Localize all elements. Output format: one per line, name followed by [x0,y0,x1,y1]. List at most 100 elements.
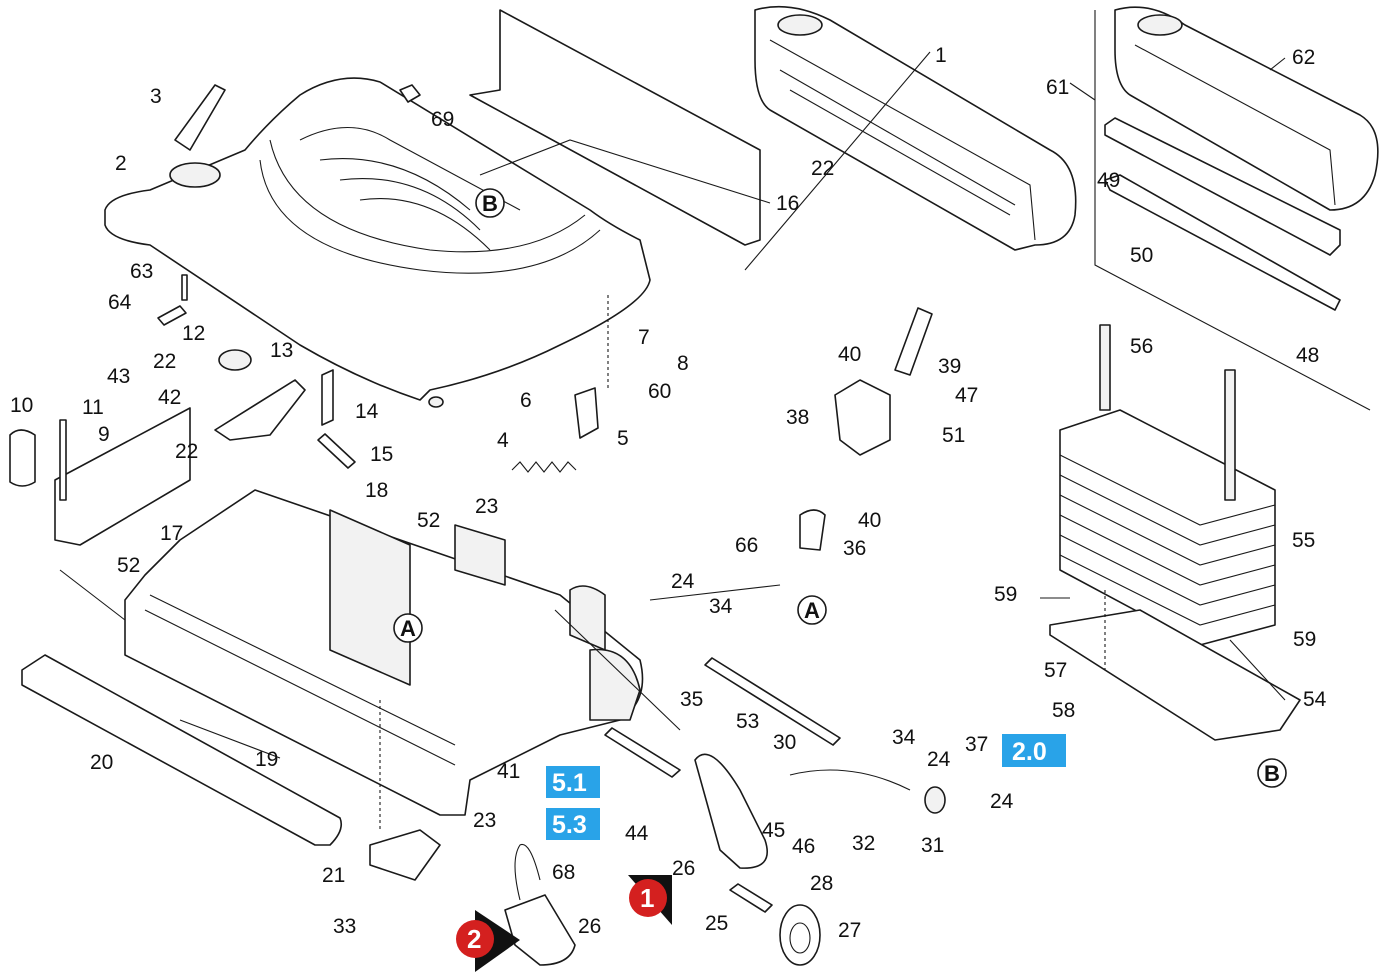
part-label: 48 [1296,344,1319,367]
part-label: 12 [182,322,205,345]
part-label: 54 [1303,688,1327,711]
reference-badge[interactable]: 2.0 [1012,738,1047,766]
connector-marker: B [1264,761,1280,786]
wire-part-68 [514,843,541,901]
badge-bg [1002,734,1066,767]
step-marker-circle [456,920,494,958]
part-label: 28 [810,872,833,895]
housing-part-2 [104,77,651,408]
part-label: 18 [365,479,388,502]
part-label: 33 [333,915,356,938]
marker-circle [475,188,505,218]
part-label: 7 [638,326,650,349]
plate-part-9 [54,407,191,546]
part-label: 59 [1293,628,1316,651]
part-label: 62 [1292,46,1315,69]
part-label: 55 [1292,529,1315,552]
part-labels: 1 2 3 4 5 6 7 8 9 10 11 12 13 14 15 16 1… [10,44,1327,942]
hose-part-39 [894,307,933,376]
part-label: 50 [1130,244,1153,267]
front-cover-part-1 [754,5,1077,251]
part-label: 68 [552,861,575,884]
part-label: 23 [475,495,498,518]
bracket-part-5 [574,387,599,439]
shaft-part-35 [704,657,841,746]
rod-part-11 [59,419,67,501]
part-label: 2 [115,152,127,175]
spring-part-4 [511,461,577,473]
part-label: 3 [150,85,162,108]
connector-markers: A A B B [393,188,1287,788]
part-label: 4 [497,429,509,452]
reference-badge[interactable]: 5.1 [552,769,587,797]
step-marker-circle [629,879,667,917]
lever-part-26 [694,753,768,869]
part-label: 66 [735,534,758,557]
rod-part-5-1 [604,727,681,778]
axle-part-25 [729,883,773,913]
connector-marker: B [482,191,498,216]
marker-circle [797,595,827,625]
part-label: 13 [270,339,293,362]
part-label: 24 [671,570,695,593]
part-label: 22 [153,350,176,373]
part-label: 25 [705,912,728,935]
part-label: 16 [776,192,799,215]
part-label: 36 [843,537,866,560]
part-label: 45 [762,819,785,842]
step-marker: 1 [640,883,654,913]
part-label: 60 [648,380,671,403]
part-label: 46 [792,835,815,858]
weights-part-55 [1059,324,1276,646]
leader-lines [59,51,1286,830]
comb-part-21 [369,829,441,881]
knob-part-12 [218,349,252,371]
part-label: 30 [773,731,796,754]
part-label: 37 [965,733,988,756]
part-label: 17 [160,522,183,545]
part-label: 11 [82,396,104,419]
part-label: 34 [709,595,733,618]
badge-bg [546,808,600,840]
part-label: 47 [955,384,978,407]
part-label: 32 [852,832,875,855]
slide-part-14 [321,369,334,426]
part-label: 63 [130,260,153,283]
part-label: 1 [935,44,947,67]
connector-marker: A [804,598,820,623]
cover-variant-part-62 [1094,6,1379,411]
part-label: 24 [990,790,1014,813]
part-label: 51 [942,424,965,447]
part-label: 40 [858,509,881,532]
frame-part-19 [124,489,644,816]
part-label: 22 [811,157,834,180]
part-label: 59 [994,583,1017,606]
part-label: 56 [1130,335,1153,358]
reference-badges: 5.1 5.3 2.0 [546,734,1066,840]
part-label: 35 [680,688,703,711]
sleeve-part-64 [157,305,187,326]
part-label: 27 [838,919,861,942]
part-label: 23 [473,809,496,832]
part-label: 9 [98,423,110,446]
handle-part-20 [21,654,343,846]
plate-part-16 [469,9,761,246]
reference-badge[interactable]: 5.3 [552,811,587,839]
clip-part-3 [174,84,226,151]
marker-circle [1257,758,1287,788]
part-label: 44 [625,822,649,845]
part-label: 41 [497,760,520,783]
part-label: 26 [672,857,695,880]
part-label: 14 [355,400,379,423]
part-label: 58 [1052,699,1075,722]
roller-part-31 [924,786,946,814]
bumper-part-10 [9,429,36,487]
part-label: 20 [90,751,113,774]
part-label: 6 [520,389,532,412]
part-label: 10 [10,394,33,417]
part-label: 52 [117,554,140,577]
part-label: 42 [158,386,181,409]
part-label: 57 [1044,659,1067,682]
part-label: 52 [417,509,440,532]
